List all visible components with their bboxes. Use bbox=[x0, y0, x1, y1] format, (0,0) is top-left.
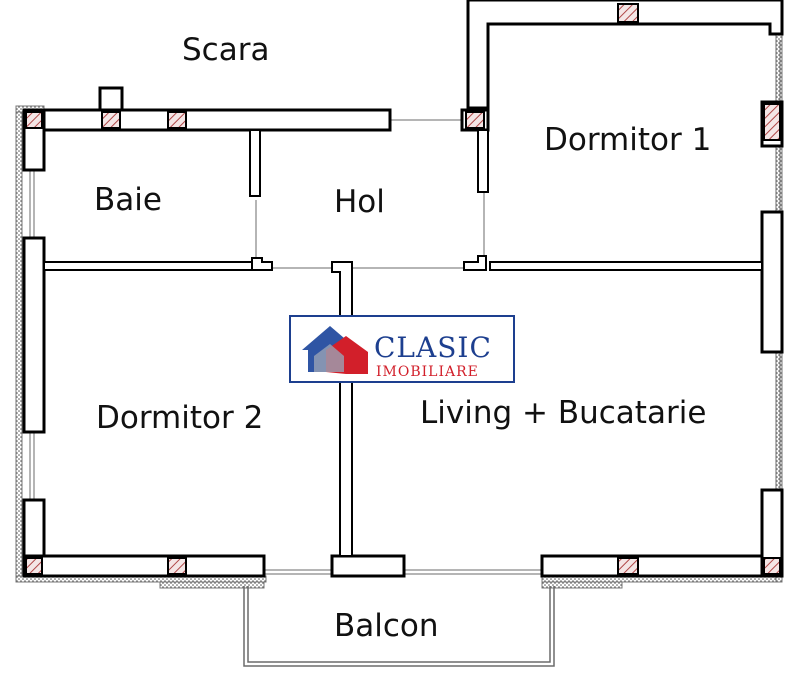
pillars bbox=[25, 3, 781, 575]
balcony-railing bbox=[243, 586, 555, 667]
room-label-balcon: Balcon bbox=[334, 608, 439, 644]
clasic-logo: CLASIC IMOBILIARE bbox=[289, 315, 515, 383]
walls bbox=[22, 0, 784, 578]
room-label-dormitor-2: Dormitor 2 bbox=[96, 400, 263, 436]
room-label-hol: Hol bbox=[334, 184, 385, 220]
logo-tagline: IMOBILIARE bbox=[376, 364, 479, 380]
room-label-dormitor-1: Dormitor 1 bbox=[544, 122, 711, 158]
room-labels: Scara Baie Hol Dormitor 1 Dormitor 2 Liv… bbox=[94, 32, 711, 644]
logo-name: CLASIC bbox=[374, 331, 492, 364]
room-label-scara: Scara bbox=[182, 32, 269, 68]
windows bbox=[29, 40, 781, 575]
house-icon bbox=[302, 326, 368, 374]
insulation bbox=[15, 7, 783, 589]
room-label-living: Living + Bucatarie bbox=[420, 395, 706, 431]
room-label-baie: Baie bbox=[94, 182, 162, 218]
